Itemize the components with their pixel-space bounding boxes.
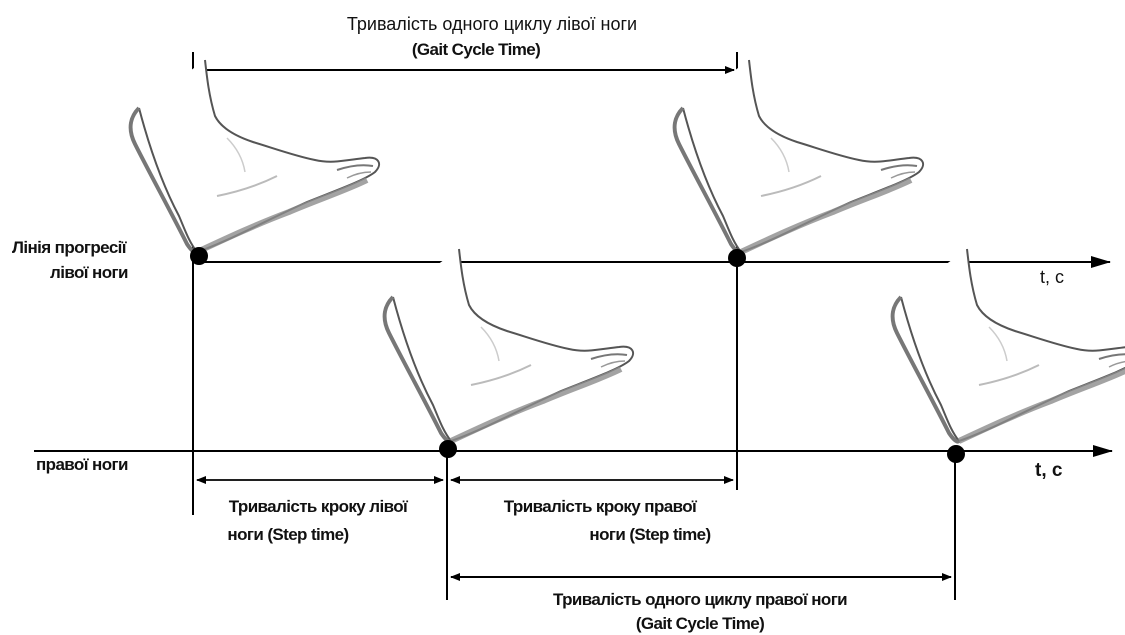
left-axis-label-line2: лівої ноги bbox=[50, 263, 128, 282]
left-step-time-label-line1: Тривалість кроку лівої bbox=[229, 497, 409, 516]
heel-strike-dot-icon bbox=[439, 440, 457, 458]
right-axis-label: правої ноги bbox=[36, 455, 128, 474]
left-axis-unit: t, с bbox=[1040, 267, 1064, 287]
heel-strike-dot-icon bbox=[947, 445, 965, 463]
heel-strike-dot-icon bbox=[190, 247, 208, 265]
foot-icon bbox=[131, 60, 379, 253]
foot-icon bbox=[893, 249, 1125, 442]
left-gait-cycle-label-line1: Тривалість одного циклу лівої ноги bbox=[347, 14, 637, 34]
right-axis-unit: t, с bbox=[1035, 460, 1063, 481]
left-axis-label-line1: Лінія прогресії bbox=[12, 238, 128, 257]
right-gait-cycle-label-line1: Тривалість одного циклу правої ноги bbox=[553, 590, 847, 609]
right-step-time-label-line1: Тривалість кроку правої bbox=[504, 497, 698, 516]
left-gait-cycle-label-line2: (Gait Cycle Time) bbox=[412, 40, 540, 59]
right-step-time-label-line2: ноги (Step time) bbox=[589, 525, 710, 544]
foot-icon bbox=[385, 249, 633, 442]
foot-icon bbox=[675, 60, 923, 253]
heel-strike-dot-icon bbox=[728, 249, 746, 267]
left-step-time-label-line2: ноги (Step time) bbox=[227, 525, 348, 544]
right-gait-cycle-label-line2: (Gait Cycle Time) bbox=[636, 614, 764, 633]
